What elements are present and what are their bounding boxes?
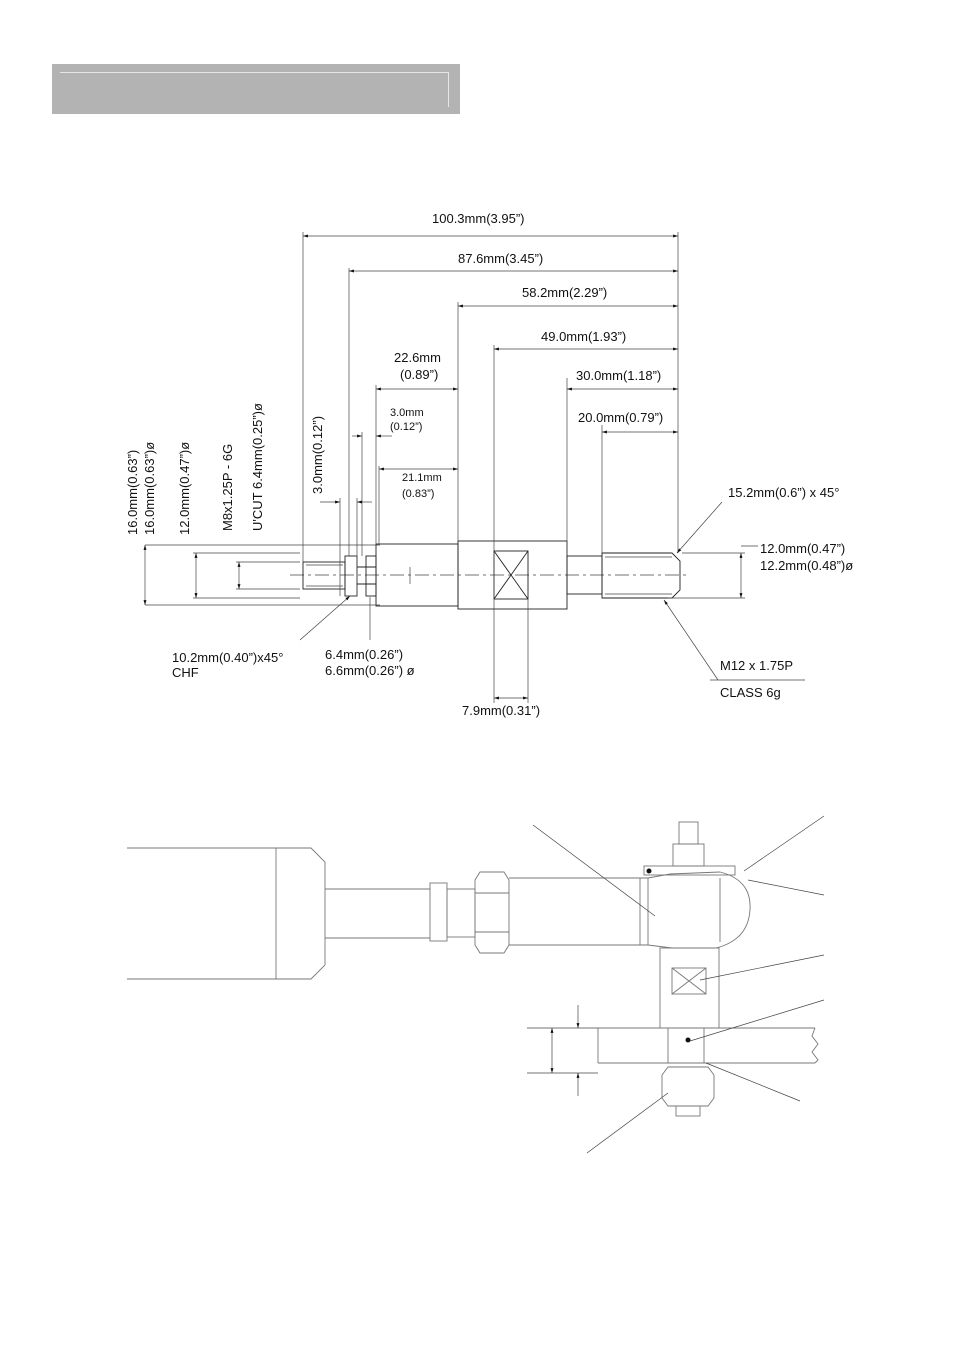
header-bar — [52, 64, 460, 114]
dim-22-a: 22.6mm — [394, 350, 441, 365]
assembly-drawing — [127, 815, 825, 1154]
dim-22-b: (0.89”) — [400, 367, 438, 382]
header-bar-bevel — [60, 72, 449, 107]
dim-49: 49.0mm(1.93”) — [541, 329, 626, 344]
dim-v-3: 3.0mm(0.12”) — [310, 416, 325, 494]
dim-v-ucut: U'CUT 6.4mm(0.25”)ø — [250, 403, 265, 531]
dim-21-b: (0.83”) — [402, 488, 434, 500]
jam-nut — [474, 871, 510, 954]
dim-undercut-a: 6.4mm(0.26”) — [325, 647, 403, 662]
dim-3-a: 3.0mm — [390, 407, 424, 419]
dim-20: 20.0mm(0.79”) — [578, 410, 663, 425]
dim-30: 30.0mm(1.18”) — [576, 368, 661, 383]
dim-chamfer-left-b: CHF — [172, 665, 199, 680]
dim-58: 58.2mm(2.29”) — [522, 285, 607, 300]
dim-87: 87.6mm(3.45”) — [458, 251, 543, 266]
groove-ring — [365, 555, 377, 597]
left-thread — [302, 561, 346, 590]
washer — [643, 865, 736, 876]
dim-chamfer-left-a: 10.2mm(0.40”)x45° — [172, 650, 283, 665]
cylinder-body — [127, 847, 326, 980]
dimension-labels: 100.3mm(3.95”) 87.6mm(3.45”) 58.2mm(2.29… — [125, 211, 853, 718]
dim-thread-right-b: CLASS 6g — [720, 685, 781, 700]
dim-chamfer-right: 15.2mm(0.6”) x 45° — [728, 485, 839, 500]
lower-nut — [661, 1066, 715, 1107]
dim-3-b: (0.12”) — [390, 421, 422, 433]
dim-21-a: 21.1mm — [402, 472, 442, 484]
dim-v-16b: 16.0mm(0.63”)ø — [142, 442, 157, 535]
dim-dia-12-2: 12.2mm(0.48”)ø — [760, 558, 853, 573]
dim-v-16a: 16.0mm(0.63”) — [125, 450, 140, 535]
shaft-drawing — [143, 232, 805, 703]
dim-v-12: 12.0mm(0.47”)ø — [177, 442, 192, 535]
left-collar — [344, 555, 358, 597]
right-thread — [601, 552, 681, 599]
dim-v-m8: M8x1.25P - 6G — [220, 444, 235, 531]
dim-dia-12-0: 12.0mm(0.47”) — [760, 541, 845, 556]
dim-square: 7.9mm(0.31”) — [462, 703, 540, 718]
dim-undercut-b: 6.6mm(0.26”) ø — [325, 663, 415, 678]
dim-thread-right-a: M12 x 1.75P — [720, 658, 793, 673]
dim-overall: 100.3mm(3.95”) — [432, 211, 524, 226]
rod-end — [509, 871, 751, 949]
